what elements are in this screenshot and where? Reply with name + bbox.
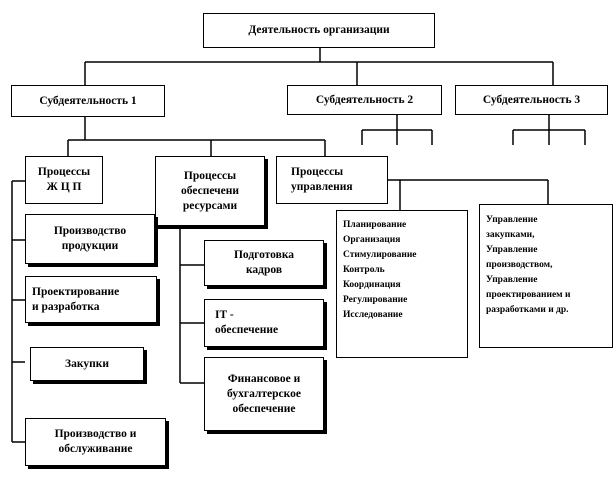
process-resources-label: Процессы обеспечени ресурсами xyxy=(181,169,239,212)
subactivity-2-label: Субдеятельность 2 xyxy=(315,93,414,106)
subactivity-3-box: Субдеятельность 3 xyxy=(455,85,608,115)
zhcp-item-label: Производство продукции xyxy=(53,225,127,252)
resource-item-finance: Финансовое и бухгалтерское обеспечение xyxy=(204,357,324,431)
sub3-function: Управление xyxy=(486,275,538,285)
subactivity-3-functions-box: Управление закупками, Управление произво… xyxy=(479,204,613,348)
root-activity-box: Деятельность организации xyxy=(203,13,435,48)
management-function: Регулирование xyxy=(343,295,408,305)
process-management-label: Процессы управления xyxy=(291,166,353,193)
process-resources-box: Процессы обеспечени ресурсами xyxy=(155,156,265,226)
management-function: Планирование xyxy=(343,220,407,230)
zhcp-item-label: Закупки xyxy=(65,357,109,370)
subactivity-2-box: Субдеятельность 2 xyxy=(287,85,442,115)
subactivity-3-label: Субдеятельность 3 xyxy=(482,93,581,106)
sub3-function: закупками, xyxy=(486,230,535,240)
sub3-function: Управление xyxy=(486,245,538,255)
zhcp-item-label: Производство и обслуживание xyxy=(54,428,137,455)
sub3-function: проектированием и xyxy=(486,290,571,300)
subactivity-1-box: Субдеятельность 1 xyxy=(11,85,165,117)
sub3-function: разработками и др. xyxy=(486,305,569,315)
process-zhcp-box: Процессы Ж Ц П xyxy=(25,156,103,204)
zhcp-item-purchases: Закупки xyxy=(30,347,144,381)
zhcp-item-design-development: Проектирование и разработка xyxy=(25,276,157,323)
resource-item-label: Подготовка кадров xyxy=(233,249,295,276)
resource-item-training: Подготовка кадров xyxy=(204,240,324,286)
process-zhcp-label: Процессы Ж Ц П xyxy=(37,166,91,193)
sub3-function: Управление xyxy=(486,215,538,225)
process-management-box: Процессы управления xyxy=(276,156,388,204)
zhcp-item-production-products: Производство продукции xyxy=(25,214,155,264)
management-functions-box: Планирование Организация Стимулирование … xyxy=(336,210,468,358)
root-activity-label: Деятельность организации xyxy=(248,24,390,36)
zhcp-item-production-service: Производство и обслуживание xyxy=(25,418,166,466)
management-function: Координация xyxy=(343,280,401,290)
resource-item-label: Финансовое и бухгалтерское обеспечение xyxy=(227,372,301,415)
management-function: Исследование xyxy=(343,310,403,320)
management-function: Контроль xyxy=(343,265,385,275)
resource-item-label: IT - обеспечение xyxy=(215,309,279,336)
subactivity-1-label: Субдеятельность 1 xyxy=(39,94,137,107)
sub3-function: производством, xyxy=(486,260,553,270)
management-function: Организация xyxy=(343,235,401,245)
management-function: Стимулирование xyxy=(343,250,417,260)
zhcp-item-label: Проектирование и разработка xyxy=(32,285,120,313)
resource-item-it: IT - обеспечение xyxy=(204,299,324,347)
